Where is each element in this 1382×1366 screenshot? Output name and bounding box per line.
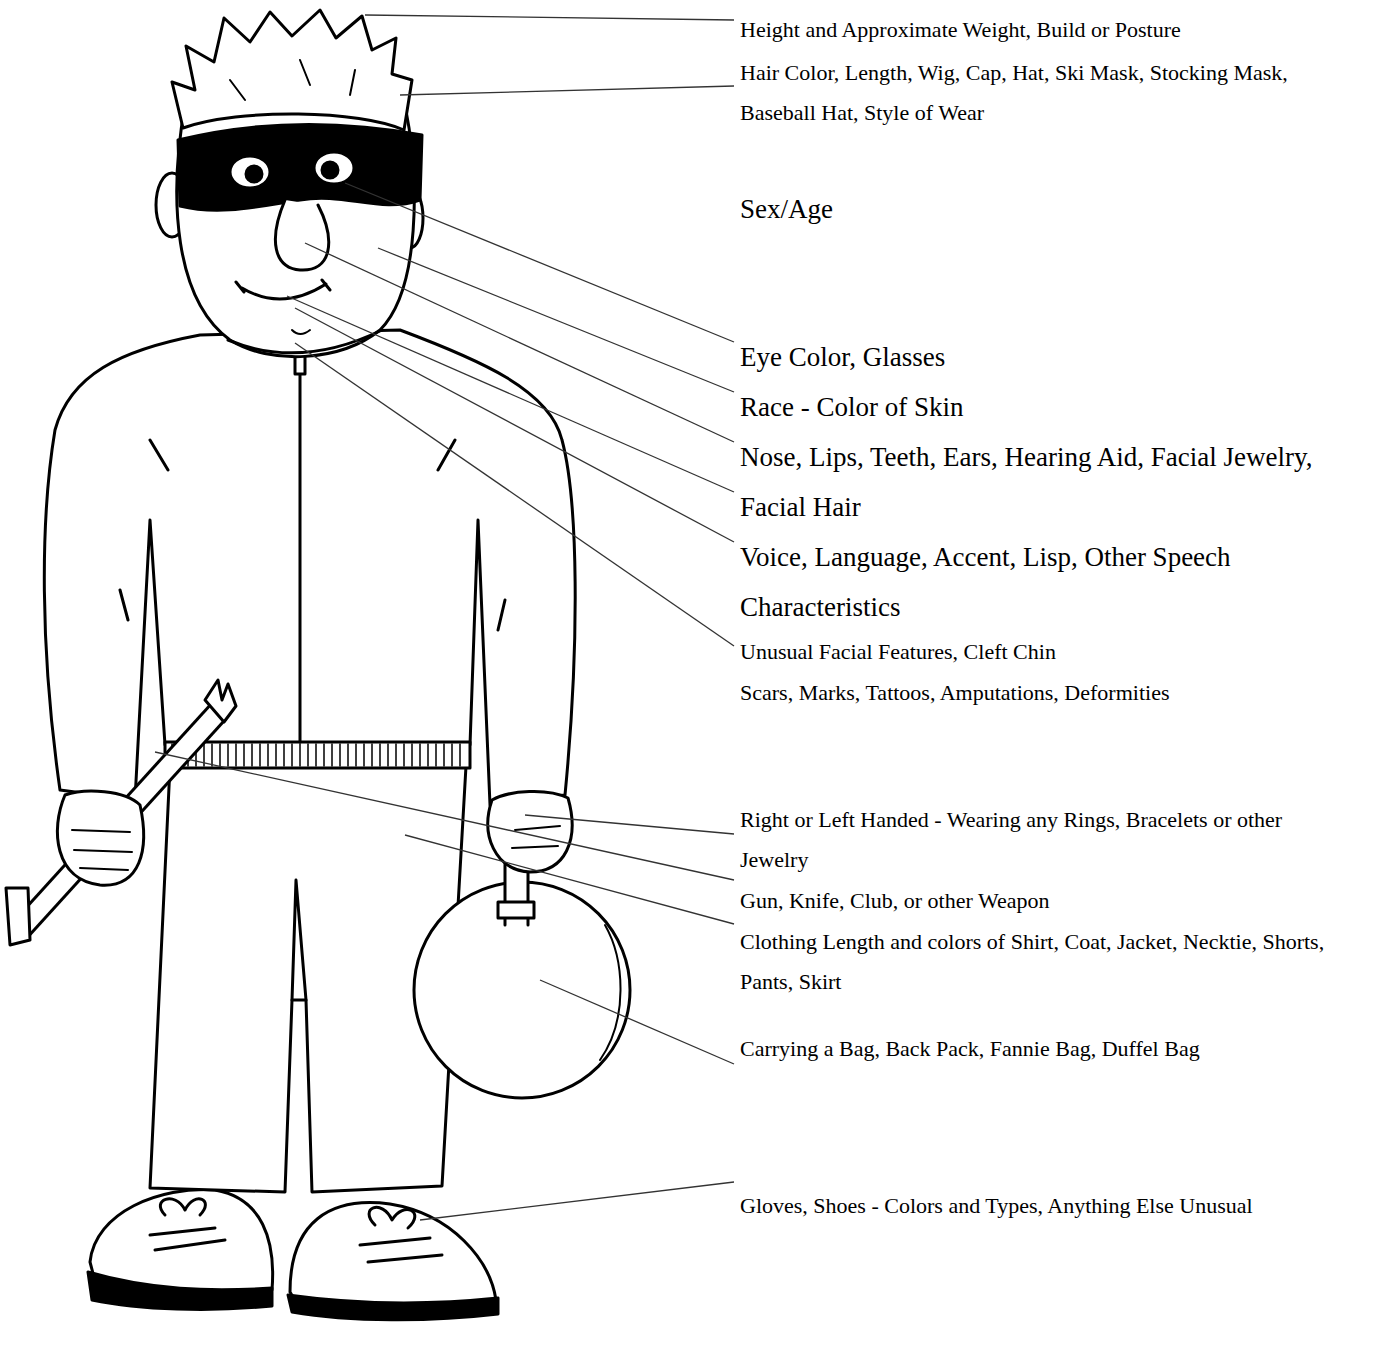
description-label: Clothing Length and colors of Shirt, Coa… <box>740 922 1376 1002</box>
description-label: Hair Color, Length, Wig, Cap, Hat, Ski M… <box>740 53 1340 133</box>
jacket <box>44 330 575 805</box>
description-label: Voice, Language, Accent, Lisp, Other Spe… <box>740 532 1340 632</box>
pants-seam <box>292 880 306 1000</box>
description-label: Scars, Marks, Tattoos, Amputations, Defo… <box>740 673 1376 713</box>
description-label: Height and Approximate Weight, Build or … <box>740 10 1376 50</box>
leader-line <box>405 835 734 924</box>
chin <box>292 330 310 334</box>
hair-strands <box>230 60 355 100</box>
leader-line <box>365 15 734 20</box>
shoes <box>88 1190 498 1320</box>
description-label: Right or Left Handed - Wearing any Rings… <box>740 800 1352 880</box>
eye <box>314 152 354 184</box>
description-label: Carrying a Bag, Back Pack, Fannie Bag, D… <box>740 1029 1376 1069</box>
description-label: Gun, Knife, Club, or other Weapon <box>740 881 1376 921</box>
hair <box>172 10 412 130</box>
description-label: Sex/Age <box>740 184 1376 234</box>
leader-line <box>295 308 734 542</box>
crowbar <box>6 680 236 945</box>
leader-line <box>525 815 734 834</box>
zipper <box>299 360 302 742</box>
description-label: Unusual Facial Features, Cleft Chin <box>740 632 1376 672</box>
nose <box>275 200 328 270</box>
left-hand <box>57 791 143 885</box>
jacket-folds <box>120 440 505 630</box>
leader-line <box>400 86 734 95</box>
description-label: Eye Color, Glasses <box>740 332 1376 382</box>
leader-line <box>155 752 734 880</box>
duffel-bag <box>414 855 630 1098</box>
leader-line <box>305 243 734 442</box>
mouth <box>236 280 330 299</box>
pupil <box>322 162 338 178</box>
leader-line <box>295 343 734 646</box>
leader-line <box>420 1182 734 1220</box>
right-hand <box>488 791 572 872</box>
fingers <box>72 830 132 870</box>
leader-line <box>287 296 734 492</box>
leader-line <box>345 183 734 342</box>
description-label: Gloves, Shoes - Colors and Types, Anythi… <box>740 1186 1376 1226</box>
description-label: Race - Color of Skin <box>740 382 1376 432</box>
fingers <box>512 826 560 848</box>
eye-mask <box>178 124 422 210</box>
eye <box>230 156 270 188</box>
description-label: Nose, Lips, Teeth, Ears, Hearing Aid, Fa… <box>740 432 1330 532</box>
pupil <box>246 166 262 182</box>
leader-line <box>378 248 734 392</box>
leader-line <box>540 980 734 1064</box>
